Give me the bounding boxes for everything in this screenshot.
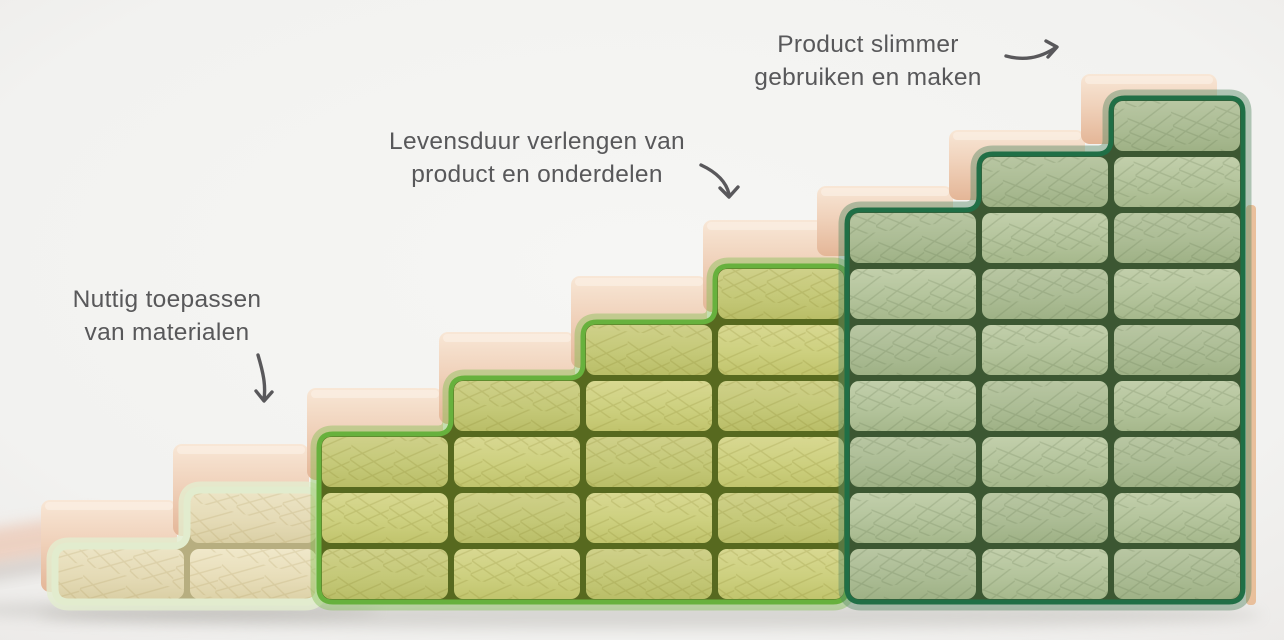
back-wood-block-highlight bbox=[953, 132, 1081, 140]
step-column-2 bbox=[190, 493, 316, 599]
wood-block-grain bbox=[190, 549, 316, 599]
region-nuttig-toepassen-van-materialen bbox=[46, 481, 328, 611]
wood-block-grain bbox=[586, 437, 712, 487]
back-wood-block-highlight bbox=[575, 278, 703, 286]
back-wood-block-highlight bbox=[1085, 76, 1213, 84]
wood-block-grain bbox=[850, 269, 976, 319]
wood-block-grain bbox=[982, 157, 1108, 207]
annotation-right-label: Product slimmer gebruiken en maken bbox=[754, 31, 982, 91]
wood-block-grain bbox=[718, 549, 844, 599]
wood-block-grain bbox=[454, 381, 580, 431]
wood-block-grain bbox=[58, 549, 184, 599]
wood-block-grain bbox=[1114, 549, 1240, 599]
wood-block-grain bbox=[454, 493, 580, 543]
wood-block-grain bbox=[718, 493, 844, 543]
step-column-5 bbox=[586, 325, 712, 599]
wood-block-grain bbox=[1114, 493, 1240, 543]
step-column-6 bbox=[718, 269, 844, 599]
wood-block-grain bbox=[982, 437, 1108, 487]
wood-block-grain bbox=[454, 549, 580, 599]
region-outline bbox=[316, 263, 850, 605]
wood-block-grain bbox=[850, 213, 976, 263]
wood-block-grain bbox=[1114, 157, 1240, 207]
back-wood-block-highlight bbox=[707, 222, 835, 230]
wood-block-grain bbox=[1114, 437, 1240, 487]
step-column-3 bbox=[322, 437, 448, 599]
wood-block-grain bbox=[190, 493, 316, 543]
wood-block-grain bbox=[982, 213, 1108, 263]
region-silhouette bbox=[319, 266, 847, 602]
step-column-7 bbox=[850, 213, 976, 599]
wood-block-grain bbox=[850, 437, 976, 487]
wood-block-grain bbox=[982, 269, 1108, 319]
region-product-slimmer bbox=[838, 89, 1252, 611]
wood-block-grain bbox=[718, 381, 844, 431]
wood-block-grain bbox=[718, 437, 844, 487]
region-outline bbox=[844, 95, 1246, 605]
wood-block-grain bbox=[322, 437, 448, 487]
wood-block-grain bbox=[454, 437, 580, 487]
wood-block-grain bbox=[586, 549, 712, 599]
step-column-8 bbox=[982, 157, 1108, 599]
annotation-middle-label: Levensduur verlengen van product en onde… bbox=[389, 128, 685, 188]
wood-block-grain bbox=[982, 325, 1108, 375]
wood-block-grain bbox=[586, 325, 712, 375]
back-wood-block-highlight bbox=[177, 446, 305, 454]
wood-block-grain bbox=[982, 381, 1108, 431]
wood-block-grain bbox=[718, 325, 844, 375]
wood-block-grain bbox=[1114, 213, 1240, 263]
back-wood-block-highlight bbox=[311, 390, 439, 398]
wood-block-grain bbox=[1114, 325, 1240, 375]
wood-block-grain bbox=[586, 381, 712, 431]
back-wood-block-highlight bbox=[45, 502, 173, 510]
back-wood-block-highlight bbox=[443, 334, 571, 342]
wood-block-grain bbox=[322, 493, 448, 543]
wood-block-grain bbox=[1114, 101, 1240, 151]
back-wood-block-highlight bbox=[821, 188, 949, 196]
side-wood-strip bbox=[1246, 205, 1256, 605]
step-column-1 bbox=[58, 549, 184, 599]
wood-block-grain bbox=[718, 269, 844, 319]
wood-block-grain bbox=[850, 493, 976, 543]
wood-block-grain bbox=[1114, 381, 1240, 431]
wood-block-grain bbox=[586, 493, 712, 543]
step-column-4 bbox=[454, 381, 580, 599]
wood-block-grain bbox=[850, 325, 976, 375]
wood-block-grain bbox=[982, 493, 1108, 543]
wood-block-grain bbox=[1114, 269, 1240, 319]
annotation-left-label: Nuttig toepassen van materialen bbox=[72, 286, 262, 346]
step-column-9 bbox=[1114, 101, 1240, 599]
wood-block-grain bbox=[982, 549, 1108, 599]
wood-block-grain bbox=[322, 549, 448, 599]
region-levensduur-verlengen bbox=[310, 257, 856, 611]
wood-block-grain bbox=[850, 549, 976, 599]
wood-block-grain bbox=[850, 381, 976, 431]
